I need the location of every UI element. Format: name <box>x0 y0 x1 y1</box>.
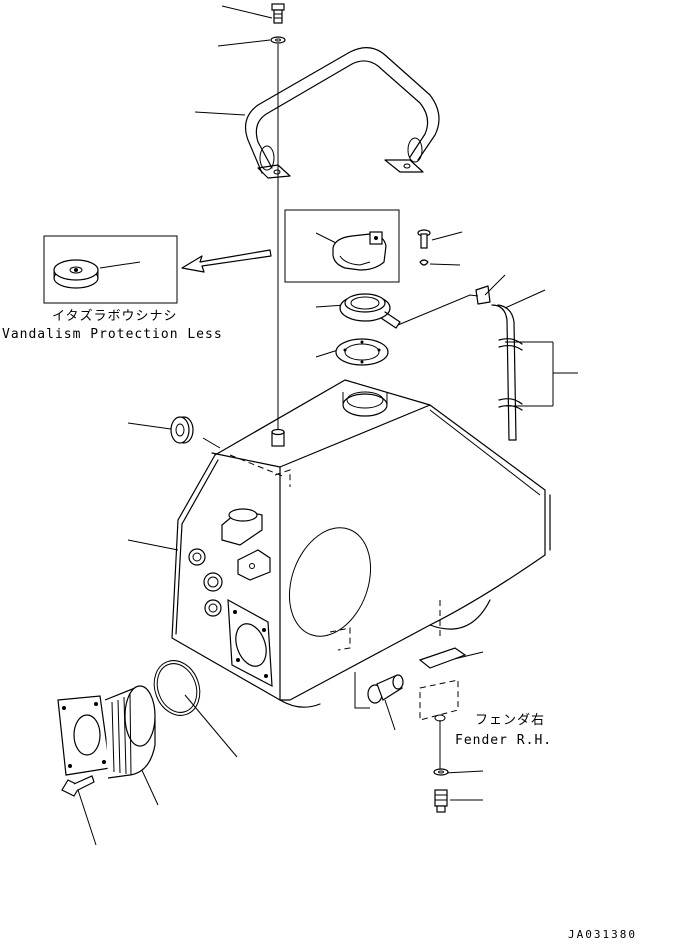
handle-bar <box>245 47 440 179</box>
clamp-bracket <box>505 341 578 407</box>
fender-bolt <box>434 789 448 813</box>
vandalism-jp-label: イタズラボウシナシ <box>52 308 177 324</box>
o-ring <box>153 660 201 716</box>
tank-body <box>171 379 551 708</box>
vandalism-en-label: Vandalism Protection Less <box>2 327 223 342</box>
breather-hose <box>475 285 523 441</box>
drain-bracket-line <box>354 672 370 709</box>
cap-washer <box>419 259 429 266</box>
inset-cap-with-lock <box>284 209 400 283</box>
top-bolt <box>271 3 285 24</box>
strainer-element <box>57 685 156 779</box>
filler-neck-flange <box>339 293 401 329</box>
drain-plug <box>367 674 404 704</box>
sensor-block <box>237 549 271 581</box>
fender-jp-label: フェンダ右 <box>475 713 545 728</box>
filler-gasket <box>335 338 389 366</box>
filter-top-plug <box>170 416 194 444</box>
fender-washer <box>433 768 449 776</box>
top-washer <box>270 36 286 44</box>
drawing-code: JA031380 <box>568 928 637 941</box>
front-plugs <box>188 548 223 617</box>
flange-bolt <box>61 775 95 797</box>
arrow-left-icon <box>181 249 272 273</box>
chain-line <box>397 294 479 326</box>
cap-screw <box>417 229 431 249</box>
fender-en-label: Fender R.H. <box>455 733 552 748</box>
fender-bracket <box>418 647 467 770</box>
suction-stub <box>221 508 263 546</box>
return-flange <box>227 598 273 688</box>
inset-vandalism-cap <box>43 235 178 304</box>
